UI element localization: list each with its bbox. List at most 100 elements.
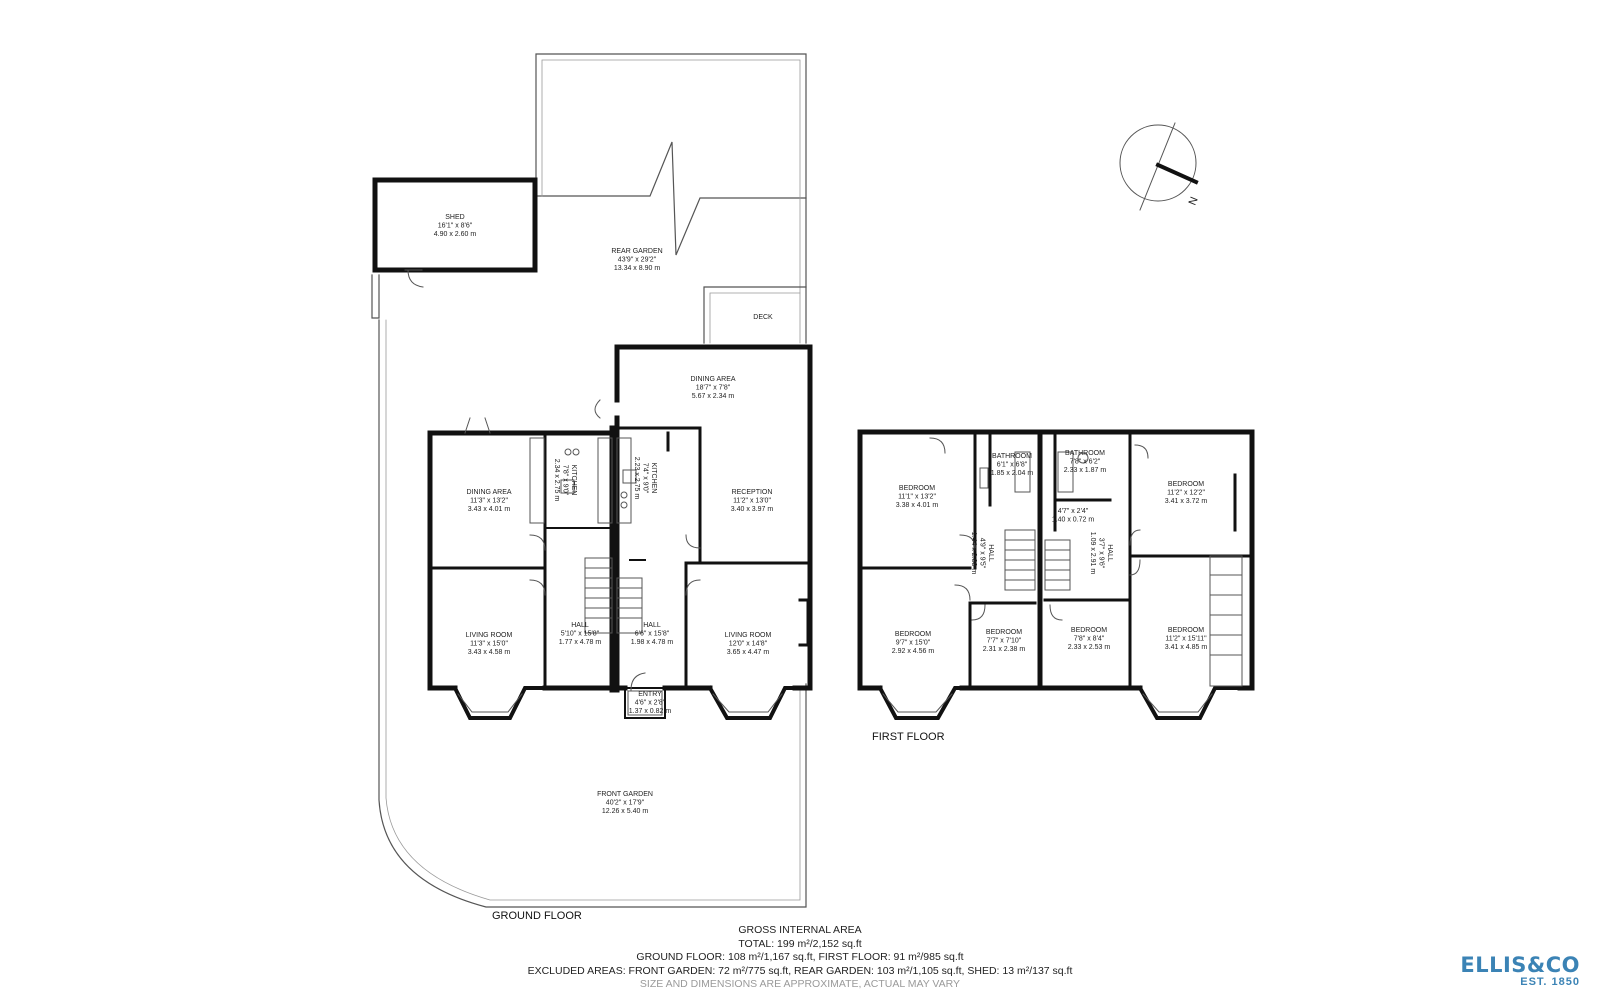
room-label-line: 4'9" x 9'5" [979,538,986,569]
room-label-line: BEDROOM [899,485,935,492]
room-label-line: 4'6" x 2'8" [635,700,666,707]
room-label-ff-bed-5: BEDROOM 7'8" x 8'4"2.33 x 2.53 m [1068,627,1111,651]
room-label-line: 3.43 x 4.58 m [468,649,511,656]
bay-windows-first [877,685,1254,720]
compass-letter: N [1187,195,1201,207]
room-label-living-left: LIVING ROOM 11'3" x 15'0"3.43 x 4.58 m [466,632,513,656]
room-label-line: 7'4" x 9'0" [642,463,649,494]
room-label-line: 11'2" x 15'11" [1165,636,1207,643]
stairs-ground [584,557,643,634]
room-label-line: HALL [571,622,589,629]
room-label-line: 43'9" x 29'2" [618,257,657,264]
room-label-line: 1.44 x 2.88 m [970,532,977,575]
gia-floors: GROUND FLOOR: 108 m²/1,167 sq.ft, FIRST … [636,951,964,963]
entry-porch [624,687,666,719]
room-label-line: REAR GARDEN [611,248,662,255]
room-label-line: HALL [643,622,661,629]
ground-floor-label: GROUND FLOOR [492,910,582,922]
room-label-line: 40'2" x 17'9" [606,800,645,807]
room-label-ff-bed-2: BEDROOM 11'2" x 12'2"3.41 x 3.72 m [1165,481,1208,505]
room-label-living-right: LIVING ROOM 12'0" x 14'8"3.65 x 4.47 m [725,632,772,656]
shed [372,177,538,288]
room-label-line: 11'3" x 13'2" [470,498,508,505]
ellis-co-logo: ELLIS&CO EST. 1850 [1440,954,1580,988]
room-label-line: 11'2" x 12'2" [1167,490,1205,497]
room-label-line: 3.41 x 3.72 m [1165,498,1208,505]
rear-garden-boundary [535,53,807,344]
room-label-line: DECK [753,314,773,321]
room-label-line: BEDROOM [986,629,1022,636]
room-label-line: 3.43 x 4.01 m [468,506,511,513]
room-label-line: 12.26 x 5.40 m [602,808,648,815]
gross-internal-area: GROSS INTERNAL AREA TOTAL: 199 m²/2,152 … [0,924,1600,992]
room-label-line: FRONT GARDEN [597,791,653,798]
room-label-ff-store: 4'7" x 2'4"1.40 x 0.72 m [1052,508,1095,524]
gia-total: TOTAL: 199 m²/2,152 sq.ft [738,937,862,950]
room-label-deck: DECK [753,314,773,321]
room-label-line: 4'7" x 2'4" [1058,508,1089,515]
room-label-line: 9'7" x 15'0" [896,640,931,647]
room-label-line: KITCHEN [650,463,657,494]
room-label-line: BEDROOM [1168,627,1204,634]
compass-icon [1119,122,1199,211]
room-label-line: 7'7" x 7'10" [987,638,1022,645]
room-label-line: 1.98 x 4.78 m [631,639,674,646]
room-label-line: 3.40 x 3.97 m [731,506,774,513]
room-label-line: LIVING ROOM [725,632,772,639]
room-label-line: 7'8" x 9'0" [562,465,569,496]
room-label-line: 11'1" x 13'2" [898,494,936,501]
room-label-line: 18'7" x 7'8" [696,385,731,392]
ground-floor-walls [427,344,813,693]
room-label-line: 3.65 x 4.47 m [727,649,770,656]
front-garden-boundary [371,274,807,908]
bay-windows-ground [452,685,797,720]
room-label-line: BEDROOM [1168,481,1204,488]
room-label-line: KITCHEN [570,465,577,496]
room-label-line: HALL [987,544,994,562]
room-label-kitchen-right: KITCHEN7'4" x 9'0"2.23 x 2.75 m [633,457,657,500]
svg-text:N: N [1187,195,1201,207]
logo-est: EST. 1850 [1520,976,1580,988]
room-label-line: 3.41 x 4.85 m [1165,644,1208,651]
room-label-line: 7'8" x 8'4" [1074,636,1105,643]
room-label-line: 6'1" x 6'8" [997,462,1028,469]
room-label-line: 1.85 x 2.04 m [991,470,1034,477]
room-label-front-garden: FRONT GARDEN 40'2" x 17'9"12.26 x 5.40 m [597,791,653,815]
first-floor-label: FIRST FLOOR [872,731,945,743]
room-label-line: 3.38 x 4.01 m [896,502,939,509]
room-label-line: 2.34 x 2.75 m [553,459,560,502]
room-label-line: LIVING ROOM [466,632,513,639]
gia-excluded: EXCLUDED AREAS: FRONT GARDEN: 72 m²/775 … [527,964,1073,977]
room-label-line: 2.33 x 2.53 m [1068,644,1111,651]
room-label-line: 4.90 x 2.60 m [434,231,477,238]
room-label-ff-hall-1: HALL4'9" x 9'5"1.44 x 2.88 m [970,532,994,575]
doors-ground [464,399,701,691]
room-label-line: BATHROOM [1065,450,1105,457]
room-label-line: 11'3" x 15'0" [470,641,508,648]
room-label-line: BEDROOM [1071,627,1107,634]
stairs-first [1004,529,1243,687]
room-label-line: 3'7" x 9'6" [1098,538,1105,569]
room-label-line: 13.34 x 8.90 m [614,265,660,272]
room-label-line: SHED [445,214,464,221]
room-label-shed: SHED 16'1" x 8'6"4.90 x 2.60 m [434,214,477,238]
gia-heading: GROSS INTERNAL AREA [738,924,862,936]
room-label-line: 7'8" x 6'2" [1070,459,1101,466]
room-label-line: BEDROOM [895,631,931,638]
kitchen-fittings-ground [529,437,637,524]
room-label-line: 2.33 x 1.87 m [1064,467,1107,474]
room-label-line: 12'0" x 14'8" [729,641,768,648]
room-label-line: DINING AREA [690,376,735,383]
gia-note: SIZE AND DIMENSIONS ARE APPROXIMATE, ACT… [639,978,961,990]
room-label-line: 5'10" x 15'8" [561,631,600,638]
room-label-line: 16'1" x 8'6" [438,223,473,230]
room-label-kitchen-left: KITCHEN7'8" x 9'0"2.34 x 2.75 m [553,459,577,502]
room-label-line: 1.37 x 0.82 m [629,708,672,715]
room-label-line: 5.67 x 2.34 m [692,393,735,400]
